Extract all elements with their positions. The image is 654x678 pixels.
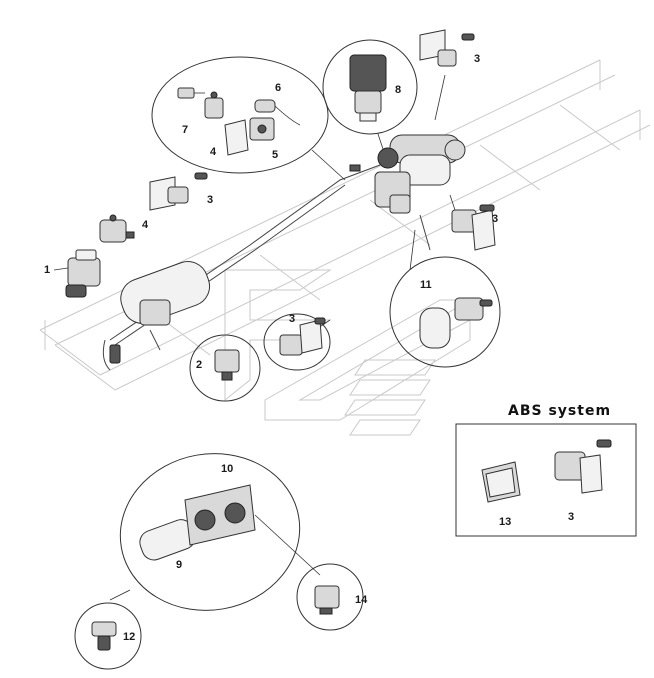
sensor-6 [254,99,301,126]
callout-13: 13 [499,516,511,528]
callout-5: 5 [272,149,278,161]
callout-6: 6 [275,82,281,94]
brake-valve-1 [65,249,101,298]
callout-8: 8 [395,84,401,96]
callout-10: 10 [221,463,233,475]
callout-3-mid: 3 [207,194,213,206]
callout-3-right: 3 [492,213,498,225]
tank-bracket-10 [184,484,256,546]
bubble-air-dryer [322,39,418,156]
bubble-tanks-9-10 [109,453,321,611]
abs-modulator-3 [554,439,612,494]
group-bubble-valves [151,56,346,181]
callout-4-left: 4 [142,219,149,231]
valve-7 [177,87,205,99]
bubble-valve-11 [389,229,501,368]
callout-12: 12 [123,631,135,643]
bubble-valve-2 [189,334,261,402]
callout-2: 2 [196,359,202,371]
callout-7: 7 [182,124,188,136]
bubble-valve-12 [74,602,142,670]
callout-3-abs: 3 [568,511,574,523]
callout-3-center: 3 [289,313,295,325]
bracket-part [224,119,249,156]
abs-panel-title: ABS system [508,403,611,419]
callout-14: 14 [355,594,368,606]
callout-4-group: 4 [210,146,217,158]
valve-5 [249,117,275,141]
chassis-frame [39,59,651,391]
valve-3-top [419,29,475,121]
callout-1: 1 [44,264,50,276]
valve-3-center [263,313,331,371]
callout-9: 9 [176,559,182,571]
valve-3-mid [149,172,208,211]
valve-4-left [99,214,135,243]
abs-system-panel [455,423,637,537]
abs-control-unit-13 [481,461,521,503]
central-tanks [349,134,466,214]
callout-3-top: 3 [474,53,480,65]
callout-11: 11 [420,279,432,291]
watermark-shape [224,269,472,436]
air-tank-left [109,261,211,364]
valve-3-right [449,194,496,251]
valve-4-group [204,91,224,119]
bubble-valve-14 [296,563,364,631]
